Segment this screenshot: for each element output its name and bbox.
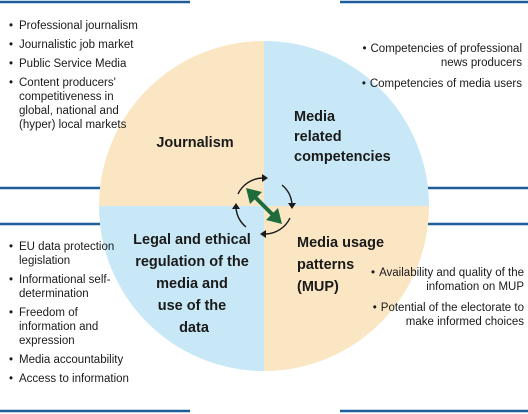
- notes-top-left: Professional journalism Journalistic job…: [9, 19, 149, 137]
- note-item: Informational self-determination: [9, 273, 129, 301]
- note-item: Competencies of professional news produc…: [346, 42, 523, 70]
- quadrant-top-right: [264, 41, 429, 206]
- note-item: Access to information: [9, 372, 129, 386]
- quadrant-title-legal-ethical: Legal and ethical regulation of the medi…: [133, 232, 255, 336]
- quadrant-title-media-usage: Media usage patterns (MUP): [297, 235, 388, 295]
- notes-bottom-left: EU data protection legislation Informati…: [9, 240, 129, 391]
- note-item: Media accountability: [9, 353, 129, 367]
- quadrant-title-media-competencies: Media related competencies: [294, 109, 391, 165]
- note-item: Competencies of media users: [346, 77, 522, 91]
- quadrant-bottom-left: [99, 206, 264, 371]
- note-item: EU data protection legislation: [9, 240, 129, 268]
- note-item: Potential of the electorate to make info…: [356, 301, 524, 329]
- note-item: Availability and quality of the infomati…: [356, 266, 524, 294]
- notes-top-right: Competencies of professional news produc…: [346, 42, 522, 98]
- note-item: Professional journalism: [9, 19, 149, 33]
- notes-bottom-right: Availability and quality of the infomati…: [356, 266, 524, 336]
- note-item: Freedom of information and expression: [9, 306, 129, 348]
- quadrant-title-journalism: Journalism: [156, 135, 233, 151]
- quadrant-top-left: [99, 41, 264, 206]
- quadrant-bottom-right: [264, 206, 429, 371]
- note-item: Public Service Media: [9, 57, 149, 71]
- note-item: Content producers' competitiveness in gl…: [9, 76, 149, 132]
- cycle-arrows-icon: [232, 174, 296, 238]
- note-item: Journalistic job market: [9, 38, 149, 52]
